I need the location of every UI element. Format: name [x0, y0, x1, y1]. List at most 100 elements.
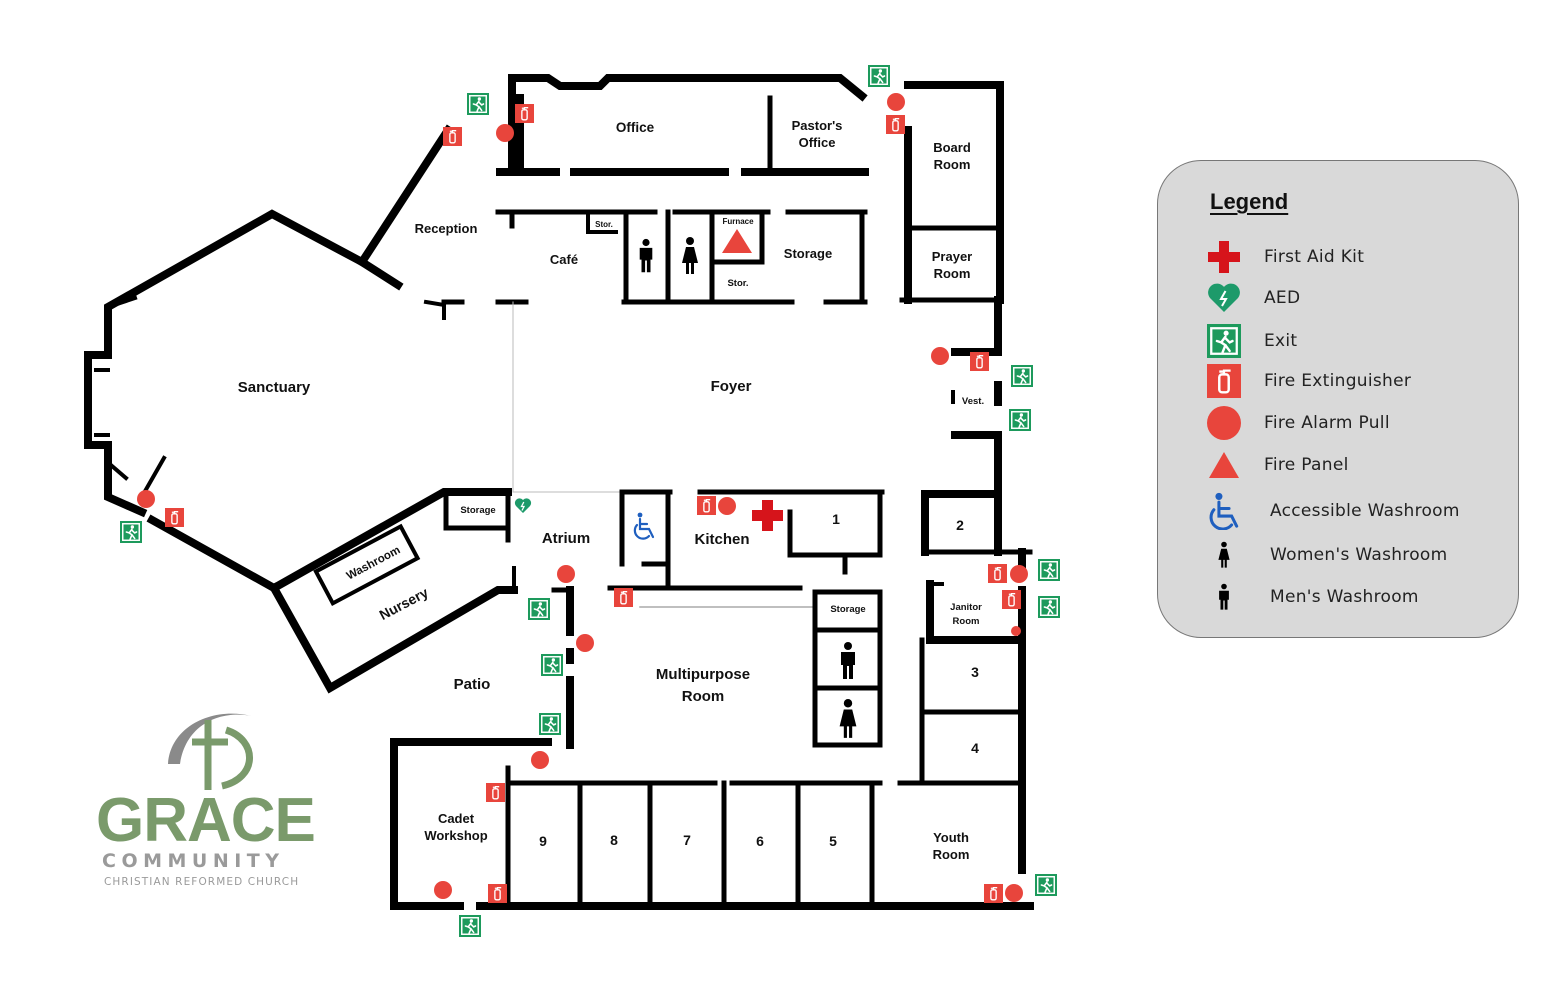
fire-extinguisher-icon — [984, 884, 1003, 903]
room-7-label: 7 — [683, 832, 691, 848]
legend-label: Fire Alarm Pull — [1264, 413, 1390, 433]
stor-label-bottom: Stor. — [727, 278, 748, 289]
legend-item-first-aid: First Aid Kit — [1204, 237, 1364, 277]
fire-alarm-pull-icon — [496, 124, 514, 142]
multipurpose-room-label-2: Room — [682, 688, 725, 705]
fire-panel-icon — [722, 229, 752, 253]
cadet-workshop-label: Cadet — [438, 811, 475, 826]
prayer-room-label-2: Room — [934, 266, 971, 281]
vest-label: Vest. — [962, 396, 984, 407]
fire-alarm-pull-icon — [1005, 884, 1023, 902]
storage-mp-label: Storage — [830, 604, 865, 615]
fire-alarm-pull-icon — [931, 347, 949, 365]
patio-label: Patio — [454, 676, 491, 693]
fire-alarm-pull-icon — [557, 565, 575, 583]
womens-washroom-icon — [839, 699, 857, 738]
multipurpose-room-label: Multipurpose — [656, 666, 750, 683]
mens-washroom-icon — [1204, 577, 1244, 617]
foyer-label: Foyer — [711, 378, 752, 395]
fire-extinguisher-icon — [1204, 361, 1244, 401]
legend-item-exit: Exit — [1204, 321, 1297, 361]
fire-alarm-pull-icon — [137, 490, 155, 508]
youth-room-label-2: Room — [933, 847, 970, 862]
exit-icon — [1204, 321, 1244, 361]
nursery-label: Nursery — [377, 584, 431, 623]
exit-icon — [1009, 409, 1031, 431]
legend-item-aed: AED — [1204, 278, 1300, 318]
janitor-room-label: Janitor — [950, 602, 982, 613]
logo-mark-icon — [168, 713, 253, 790]
prayer-room-label: Prayer — [932, 249, 972, 264]
storage-label-top: Storage — [784, 246, 832, 261]
legend-item-fire-panel: Fire Panel — [1204, 445, 1349, 485]
cafe-label: Café — [550, 252, 578, 267]
fire-extinguisher-icon — [988, 564, 1007, 583]
furnace-label: Furnace — [722, 217, 754, 226]
legend-item-mens-washroom: Men's Washroom — [1204, 577, 1419, 617]
board-room-label-2: Room — [934, 157, 971, 172]
fire-alarm-pull-icon — [1010, 565, 1028, 583]
room-3-label: 3 — [971, 664, 979, 680]
exit-icon — [1038, 596, 1060, 618]
fire-alarm-pull-icon — [718, 497, 736, 515]
room-5-label: 5 — [829, 833, 837, 849]
room-1-label: 1 — [832, 511, 840, 527]
cadet-workshop-label-2: Workshop — [424, 828, 487, 843]
exit-icon — [467, 93, 489, 115]
fire-extinguisher-icon — [1002, 590, 1021, 609]
womens-washroom-icon — [1204, 535, 1244, 575]
accessible-washroom-icon — [633, 512, 655, 540]
legend-title: Legend — [1210, 189, 1289, 214]
legend-label: Accessible Washroom — [1270, 501, 1460, 521]
fire-alarm-pull-icon — [1011, 626, 1021, 636]
fire-extinguisher-icon — [614, 588, 633, 607]
fire-alarm-pull-icon — [576, 634, 594, 652]
fire-extinguisher-icon — [165, 508, 184, 527]
legend-item-fire-alarm-pull: Fire Alarm Pull — [1204, 403, 1390, 443]
fire-extinguisher-icon — [488, 884, 507, 903]
mens-washroom-icon — [639, 238, 653, 273]
office-label: Office — [616, 120, 655, 135]
fire-panel-icon — [1204, 445, 1244, 485]
exit-icon — [120, 521, 142, 543]
storage-nursery-label: Storage — [460, 505, 495, 516]
legend-label: Women's Washroom — [1270, 545, 1448, 565]
building-walls — [84, 74, 1034, 910]
reception-label: Reception — [415, 221, 478, 236]
room-4-label: 4 — [971, 740, 979, 756]
logo-community: COMMUNITY — [102, 850, 285, 872]
pastors-office-label-2: Office — [799, 135, 836, 150]
logo-subtitle: CHRISTIAN REFORMED CHURCH — [104, 876, 300, 888]
exit-icon — [539, 713, 561, 735]
grace-logo: GRACE COMMUNITY CHRISTIAN REFORMED CHURC… — [92, 702, 318, 894]
fire-extinguisher-icon — [443, 127, 462, 146]
sanctuary-label: Sanctuary — [238, 379, 311, 396]
aed-icon — [514, 498, 532, 513]
legend-item-fire-extinguisher: Fire Extinguisher — [1204, 361, 1411, 401]
legend-label: Fire Extinguisher — [1264, 371, 1412, 391]
exit-icon — [528, 598, 550, 620]
logo-wordmark: GRACE — [96, 786, 316, 855]
map-legend: Legend First Aid Kit AED Exit Fire Extin… — [1157, 160, 1519, 638]
fire-extinguisher-icon — [886, 115, 905, 134]
exit-icon — [1038, 559, 1060, 581]
room-2-label: 2 — [956, 517, 964, 533]
fire-extinguisher-icon — [515, 104, 534, 123]
board-room-label: Board — [933, 140, 971, 155]
exit-icon — [1035, 874, 1057, 896]
fire-alarm-pull-icon — [531, 751, 549, 769]
legend-item-womens-washroom: Women's Washroom — [1204, 535, 1448, 575]
exit-icon — [868, 65, 890, 87]
accessible-washroom-icon — [1204, 491, 1244, 531]
exit-icon — [459, 915, 481, 937]
fire-alarm-pull-icon — [1204, 403, 1244, 443]
janitor-room-label-2: Room — [953, 616, 980, 627]
fire-extinguisher-icon — [697, 496, 716, 515]
legend-label: Fire Panel — [1264, 455, 1349, 475]
legend-item-accessible-washroom: Accessible Washroom — [1204, 491, 1460, 531]
atrium-label: Atrium — [542, 530, 590, 547]
room-8-label: 8 — [610, 832, 618, 848]
legend-label: Men's Washroom — [1270, 587, 1419, 607]
fire-alarm-pull-icon — [887, 93, 905, 111]
exit-icon — [1011, 365, 1033, 387]
